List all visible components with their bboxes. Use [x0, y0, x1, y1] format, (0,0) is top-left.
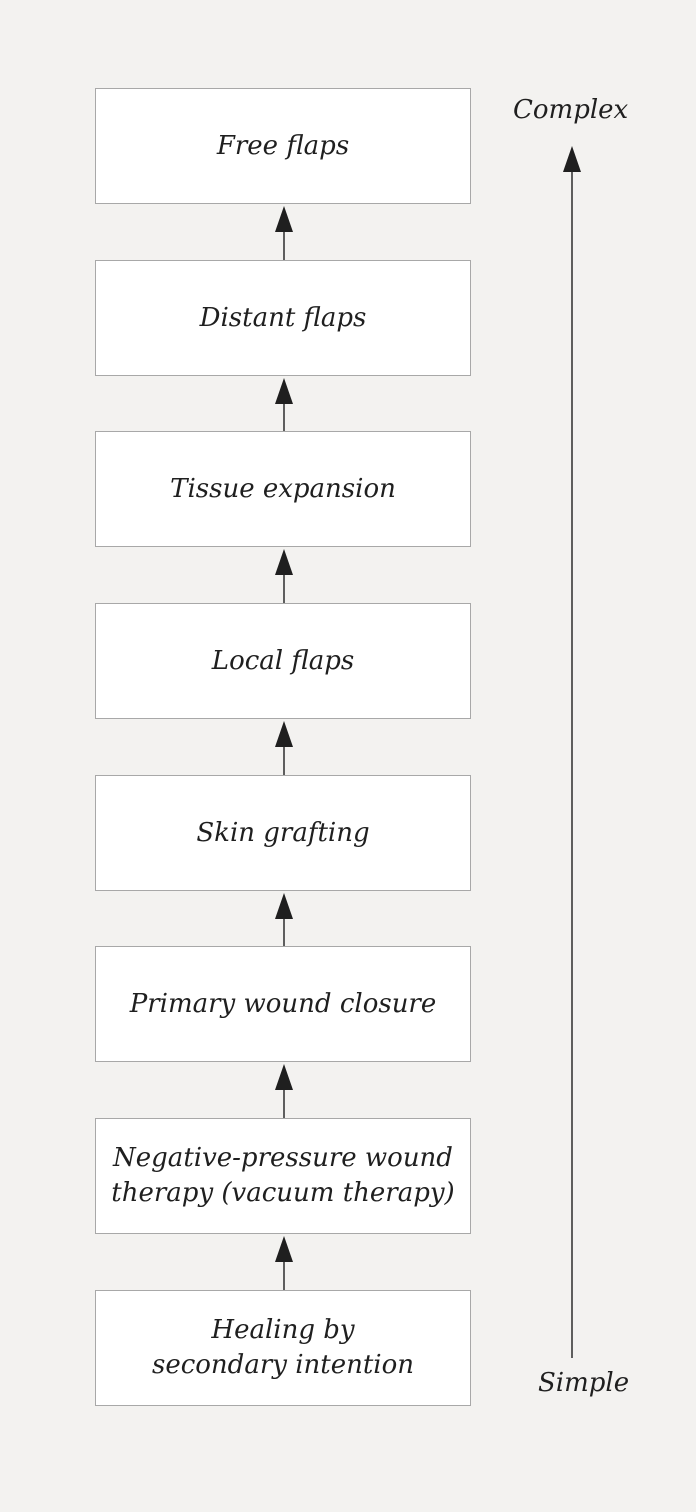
- scale-top-label: Complex: [513, 95, 629, 125]
- step-distant-flaps: Distant flaps: [95, 260, 471, 376]
- step-tissue-expansion: Tissue expansion: [95, 431, 471, 547]
- connector-arrow-head: [275, 1064, 293, 1090]
- step-label: Skin grafting: [196, 817, 370, 848]
- step-free-flaps: Free flaps: [95, 88, 471, 204]
- step-label: Healing by secondary intention: [151, 1315, 415, 1380]
- step-label: Negative-pressure wound therapy (vacuum …: [111, 1143, 455, 1208]
- scale-arrow-head: [563, 146, 581, 172]
- step-label: Free flaps: [216, 130, 350, 161]
- step-label: Tissue expansion: [170, 473, 396, 504]
- connector-arrow-head: [275, 549, 293, 575]
- step-negative-pressure-therapy: Negative-pressure wound therapy (vacuum …: [95, 1118, 471, 1234]
- step-label: Distant flaps: [199, 302, 367, 333]
- step-secondary-intention: Healing by secondary intention: [95, 1290, 471, 1406]
- step-label: Local flaps: [211, 645, 355, 676]
- connector-arrow-head: [275, 721, 293, 747]
- step-skin-grafting: Skin grafting: [95, 775, 471, 891]
- scale-bottom-label: Simple: [538, 1368, 630, 1398]
- connector-arrow-head: [275, 1236, 293, 1262]
- connector-arrow-head: [275, 893, 293, 919]
- connector-arrow-head: [275, 378, 293, 404]
- step-primary-wound-closure: Primary wound closure: [95, 946, 471, 1062]
- step-local-flaps: Local flaps: [95, 603, 471, 719]
- connector-arrow-head: [275, 206, 293, 232]
- step-label: Primary wound closure: [129, 988, 437, 1019]
